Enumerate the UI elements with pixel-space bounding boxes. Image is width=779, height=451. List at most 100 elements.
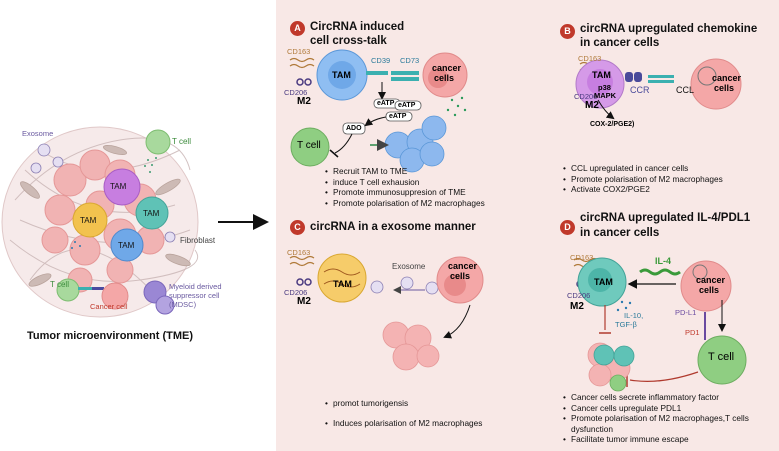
panel-a-cd206: CD206 — [284, 88, 308, 97]
panel-c-title: circRNA in a exosome manner — [310, 221, 476, 233]
panel-d-title-line1: circRNA upregulated IL-4/PDL1 — [580, 212, 751, 224]
panel-d-pd1: PD1 — [685, 328, 700, 337]
cancer-cell-label: Cancer cell — [90, 302, 128, 311]
panel-a-bullet: Recruit TAM to TME — [325, 166, 525, 177]
panel-d-il4: IL-4 — [655, 256, 672, 266]
panel-b-bullets: CCL upregulated in cancer cells Promote … — [563, 163, 773, 195]
panel-b-title-line2: in cancer cells — [580, 37, 660, 49]
tam-teal — [135, 196, 169, 230]
fibroblast-label: Fibroblast — [180, 236, 216, 245]
panel-d-tam-label: TAM — [594, 277, 613, 287]
panel-b-cox: COX-2/PGE2) — [590, 121, 635, 128]
panel-d-bullet: Cancer cells secrete inflammatory factor — [563, 392, 773, 403]
panel-d-bullet: Cancer cells upregulate PDL1 — [563, 403, 773, 414]
panel-a-title-line1: CircRNA induced — [310, 21, 405, 33]
panel-a-cd163: CD163 — [287, 47, 311, 56]
panel-b-cancer-line2: cells — [714, 83, 735, 93]
panel-c-tam — [317, 253, 367, 303]
panel-d-tgfb: TGF-β — [615, 320, 637, 329]
tam-yellow — [72, 202, 108, 238]
panel-a-cd39: CD39 — [371, 56, 391, 65]
tam-purple — [103, 168, 141, 206]
panel-d-cd163: CD163 — [570, 253, 594, 262]
tme-illustration — [1, 126, 199, 318]
panel-d-t-cell-label: T cell — [708, 351, 735, 363]
panel-d-pdl1: PD-L1 — [675, 308, 697, 317]
cancer-cell — [101, 282, 129, 310]
panel-a-t-cell-label: T cell — [297, 140, 321, 151]
t-cell-top — [145, 129, 171, 155]
panel-d-cd206: CD206 — [567, 291, 591, 300]
panel-b-p38-line2: MAPK — [594, 91, 617, 100]
panel-a-cd73: CD73 — [400, 56, 420, 65]
panel-a-eatp-1: eATP — [377, 100, 395, 107]
panel-d-bullet: Facilitate tumor immune escape — [563, 434, 773, 445]
panel-c-exosome: Exosome — [392, 262, 426, 271]
panel-d-il10: IL-10, — [624, 311, 644, 320]
panel-d-bullets: Cancer cells secrete inflammatory factor… — [563, 392, 773, 445]
panel-a-tam-label: TAM — [332, 70, 351, 80]
panel-d-badge: D — [560, 220, 575, 235]
panel-a-ado: ADO — [346, 125, 362, 132]
panel-a-bullet: Promote polarisation of M2 macrophages — [325, 198, 525, 209]
tam-blue — [110, 228, 144, 262]
panel-a-eatp-3: eATP — [389, 113, 407, 120]
panel-b-bullet: Promote polarisation of M2 macrophages — [563, 174, 773, 185]
panel-d-cancer-line2: cells — [699, 285, 720, 295]
mdsc-label-line3: (MDSC) — [169, 300, 197, 309]
panel-d-cancer-line1: cancer — [696, 275, 726, 285]
tme-caption: Tumor microenvironment (TME) — [27, 330, 194, 342]
mdsc-label-line2: suppressor cell — [169, 291, 220, 300]
tam-label-4: TAM — [118, 241, 135, 250]
panel-b-bullet: CCL upregulated in cancer cells — [563, 163, 773, 174]
panel-a-cancer-line2: cells — [434, 73, 455, 83]
panel-a-bullet: Promote immunosuppresion of TME — [325, 187, 525, 198]
panel-d-m2: M2 — [570, 301, 584, 312]
panel-c-bullet: promot tumorigensis — [325, 393, 545, 413]
panel-b-ccl: CCL — [676, 85, 695, 95]
panel-a-eatp-2: eATP — [398, 102, 416, 109]
panel-b-title-line1: circRNA upregulated chemokine — [580, 23, 758, 35]
panel-c-m2: M2 — [297, 296, 311, 307]
t-cell-bottom-label: T cell — [50, 280, 69, 289]
panel-b-bullet: Activate COX2/PGE2 — [563, 184, 773, 195]
panel-a-bullet: induce T cell exhausion — [325, 177, 525, 188]
panel-b-m2: M2 — [585, 100, 599, 111]
panel-c-cancer-line1: cancer — [448, 261, 478, 271]
panel-c-illustration — [289, 253, 484, 371]
panel-c-cancer-line2: cells — [450, 271, 471, 281]
panel-c-tam-label: TAM — [333, 279, 352, 289]
panel-c-cd163: CD163 — [287, 248, 311, 257]
tam-label-1: TAM — [110, 182, 127, 191]
panel-a-t-cell — [290, 127, 330, 167]
panel-b-ccr: CCR — [630, 85, 650, 95]
panel-a-badge: A — [290, 21, 305, 36]
panel-a-bullets: Recruit TAM to TME induce T cell exhausi… — [325, 166, 525, 208]
panel-b-cancer-line1: cancer — [712, 73, 742, 83]
panel-a-m2: M2 — [297, 96, 311, 107]
panel-b-cancer-cells — [690, 58, 742, 110]
tam-label-3: TAM — [143, 209, 160, 218]
panel-b-p38-line1: p38 — [598, 83, 611, 92]
panel-b-cd206: CD206 — [574, 92, 598, 101]
panel-d-illustration — [573, 257, 747, 392]
panel-b-tam-label: TAM — [592, 70, 611, 80]
panel-b-cd163: CD163 — [578, 54, 602, 63]
panel-b-illustration — [575, 58, 742, 120]
panel-d-t-cell — [697, 335, 747, 385]
mdsc-label-line1: Myeloid derived — [169, 282, 222, 291]
t-cell-top-label: T cell — [172, 137, 191, 146]
panel-a-illustration — [289, 49, 468, 173]
panel-b-badge: B — [560, 24, 575, 39]
panel-a-cancer-line1: cancer — [432, 63, 462, 73]
panel-c-cd206: CD206 — [284, 288, 308, 297]
panel-c-badge: C — [290, 220, 305, 235]
panel-d-title-line2: in cancer cells — [580, 227, 660, 239]
panel-c-bullet: Induces polarisation of M2 macrophages — [325, 413, 545, 433]
panel-c-bullets: promot tumorigensis Induces polarisation… — [325, 393, 545, 433]
exosome-label: Exosome — [22, 129, 54, 138]
panel-d-bullet: Promote polarisation of M2 macrophages,T… — [563, 413, 773, 434]
tam-label-2: TAM — [80, 216, 97, 225]
